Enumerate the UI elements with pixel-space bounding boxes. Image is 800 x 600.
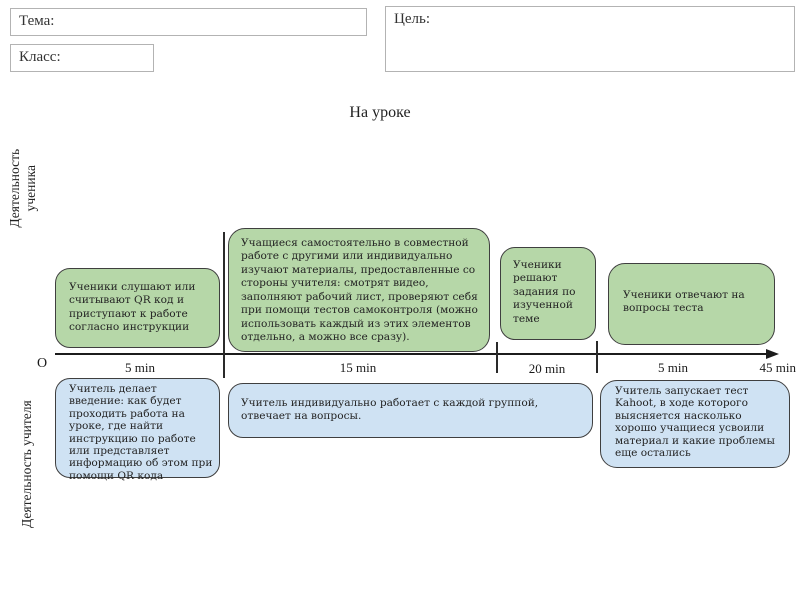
topic-field-label: Тема: [19, 13, 55, 29]
student-row-label-line2: ученика [23, 165, 38, 212]
student-activity-box-1: Ученики слушают или считывают QR код и п… [55, 268, 220, 348]
goal-field: Цель: [385, 6, 795, 72]
teacher-activity-box-1: Учитель делает введение: как будет прохо… [55, 378, 220, 482]
student-activity-box-2: Учащиеся самостоятельно в совместной раб… [228, 228, 490, 352]
timeline-segment-label-2: 15 min [339, 360, 377, 375]
timeline-segment-label-1: 5 min [125, 360, 155, 375]
timeline-tick-2 [496, 342, 498, 373]
timeline-origin-label: O [36, 356, 48, 371]
timeline-end-label: 45 min [759, 360, 796, 375]
topic-field: Тема: [10, 8, 367, 36]
teacher-activity-box-2: Учитель индивидуально работает с каждой … [228, 383, 593, 438]
student-row-label: Деятельность ученика [7, 132, 39, 244]
class-field-label: Класс: [19, 49, 61, 65]
timeline-arrowhead-icon [766, 349, 779, 359]
timeline-segment-label-3: 20 min [528, 361, 566, 376]
timeline-axis [55, 353, 768, 355]
goal-field-label: Цель: [394, 11, 430, 27]
class-field: Класс: [10, 44, 154, 72]
timeline-tick-1 [223, 232, 225, 378]
student-row-label-line1: Деятельность [6, 148, 22, 228]
timeline-tick-3 [596, 341, 598, 373]
teacher-row-label: Деятельность учителя [18, 400, 34, 528]
page-title: На уроке [349, 104, 411, 121]
student-activity-box-4: Ученики отвечают на вопросы теста [608, 263, 775, 345]
teacher-activity-box-3: Учитель запускает тест Kahoot, в ходе ко… [600, 380, 790, 468]
timeline-segment-label-4: 5 min [658, 360, 688, 375]
student-activity-box-3: Ученики решают задания по изученной теме [500, 247, 596, 340]
